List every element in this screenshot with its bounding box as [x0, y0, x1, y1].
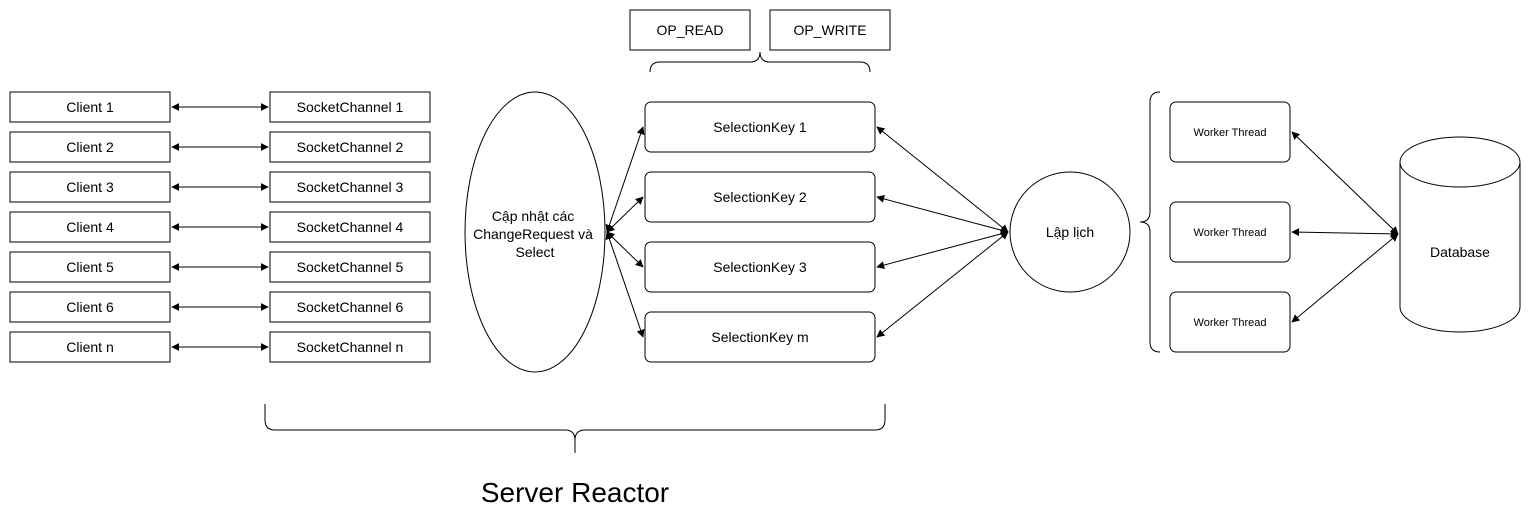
- selection-key-label: SelectionKey 3: [713, 259, 807, 275]
- edge-arrow: [1291, 233, 1399, 323]
- selector-label: Cập nhật các ChangeRequest và Select: [473, 208, 597, 260]
- client-node: Client 4: [9, 211, 171, 243]
- client-boxes: Client 1 Client 2 Client 3 Client 4 Clie…: [9, 91, 171, 363]
- database-cylinder-top: [1399, 161, 1521, 188]
- client-channel-edges: [171, 103, 269, 351]
- selection-key-node: SelectionKey 3: [644, 241, 876, 293]
- scheduler-node: Lập lịch: [1009, 171, 1131, 293]
- worker-thread-node: Worker Thread: [1169, 101, 1291, 163]
- edge-arrow: [1291, 228, 1399, 238]
- selection-key-boxes: SelectionKey 1 SelectionKey 2 SelectionK…: [644, 101, 876, 363]
- client-label: Client 2: [66, 139, 114, 155]
- selection-key-node: SelectionKey 1: [644, 101, 876, 153]
- socket-channel-label: SocketChannel 3: [297, 179, 404, 195]
- edge-arrow: [876, 229, 1009, 270]
- client-label: Client n: [66, 339, 113, 355]
- edge-arrow: [1291, 131, 1399, 235]
- selector-key-edges: [605, 126, 645, 338]
- selector-node: Cập nhật các ChangeRequest và Select: [464, 91, 606, 373]
- worker-thread-node: Worker Thread: [1169, 291, 1291, 353]
- worker-thread-node: Worker Thread: [1169, 201, 1291, 263]
- socket-channel-label: SocketChannel 5: [297, 259, 404, 275]
- socket-channel-boxes: SocketChannel 1 SocketChannel 2 SocketCh…: [269, 91, 431, 363]
- selector-label-line: ChangeRequest và: [473, 226, 593, 242]
- socket-channel-label: SocketChannel 4: [297, 219, 404, 235]
- socket-channel-node: SocketChannel 3: [269, 171, 431, 203]
- edge-arrow: [876, 231, 1009, 338]
- client-label: Client 4: [66, 219, 114, 235]
- op-boxes: OP_READ OP_WRITE: [629, 9, 891, 51]
- client-label: Client 6: [66, 299, 114, 315]
- op-write-label: OP_WRITE: [793, 22, 866, 38]
- reactor-brace: [264, 404, 886, 453]
- reactor-title: Server Reactor: [481, 477, 669, 508]
- socket-channel-node: SocketChannel 4: [269, 211, 431, 243]
- socket-channel-label: SocketChannel 1: [297, 99, 404, 115]
- edge-arrow: [606, 231, 644, 268]
- client-label: Client 5: [66, 259, 114, 275]
- client-node: Client 5: [9, 251, 171, 283]
- selection-key-label: SelectionKey 2: [713, 189, 807, 205]
- client-node: Client 1: [9, 91, 171, 123]
- selector-label-line: Select: [516, 244, 555, 260]
- socket-channel-node: SocketChannel n: [269, 331, 431, 363]
- edge-arrow: [876, 126, 1009, 233]
- op-write-node: OP_WRITE: [769, 9, 891, 51]
- socket-channel-node: SocketChannel 5: [269, 251, 431, 283]
- selector-label-line: Cập nhật các: [492, 208, 575, 224]
- edge-arrow: [876, 194, 1009, 235]
- client-node: Client 2: [9, 131, 171, 163]
- client-node: Client 6: [9, 291, 171, 323]
- database-node: Database: [1399, 136, 1521, 333]
- socket-channel-node: SocketChannel 1: [269, 91, 431, 123]
- selection-key-node: SelectionKey 2: [644, 171, 876, 223]
- edge-arrow: [605, 126, 645, 233]
- edge-arrow: [605, 231, 645, 338]
- scheduler-label: Lập lịch: [1046, 224, 1094, 240]
- selection-key-label: SelectionKey 1: [713, 119, 807, 135]
- edge-arrow: [606, 196, 644, 233]
- client-label: Client 1: [66, 99, 114, 115]
- worker-thread-label: Worker Thread: [1194, 227, 1267, 239]
- op-read-node: OP_READ: [629, 9, 751, 51]
- op-read-label: OP_READ: [657, 22, 724, 38]
- client-node: Client 3: [9, 171, 171, 203]
- workers-brace: [1139, 91, 1161, 353]
- selection-key-label: SelectionKey m: [711, 329, 808, 345]
- worker-database-edges: [1291, 131, 1399, 323]
- socket-channel-label: SocketChannel 2: [297, 139, 404, 155]
- worker-thread-label: Worker Thread: [1194, 127, 1267, 139]
- client-label: Client 3: [66, 179, 114, 195]
- worker-thread-label: Worker Thread: [1194, 317, 1267, 329]
- socket-channel-label: SocketChannel 6: [297, 299, 404, 315]
- selection-key-node: SelectionKey m: [644, 311, 876, 363]
- ops-brace: [649, 51, 871, 73]
- socket-channel-node: SocketChannel 6: [269, 291, 431, 323]
- socket-channel-label: SocketChannel n: [297, 339, 404, 355]
- worker-thread-boxes: Worker Thread Worker Thread Worker Threa…: [1169, 101, 1291, 353]
- key-scheduler-edges: [876, 126, 1009, 338]
- database-cylinder-icon: [1399, 136, 1521, 333]
- database-label: Database: [1430, 244, 1490, 260]
- socket-channel-node: SocketChannel 2: [269, 131, 431, 163]
- client-node: Client n: [9, 331, 171, 363]
